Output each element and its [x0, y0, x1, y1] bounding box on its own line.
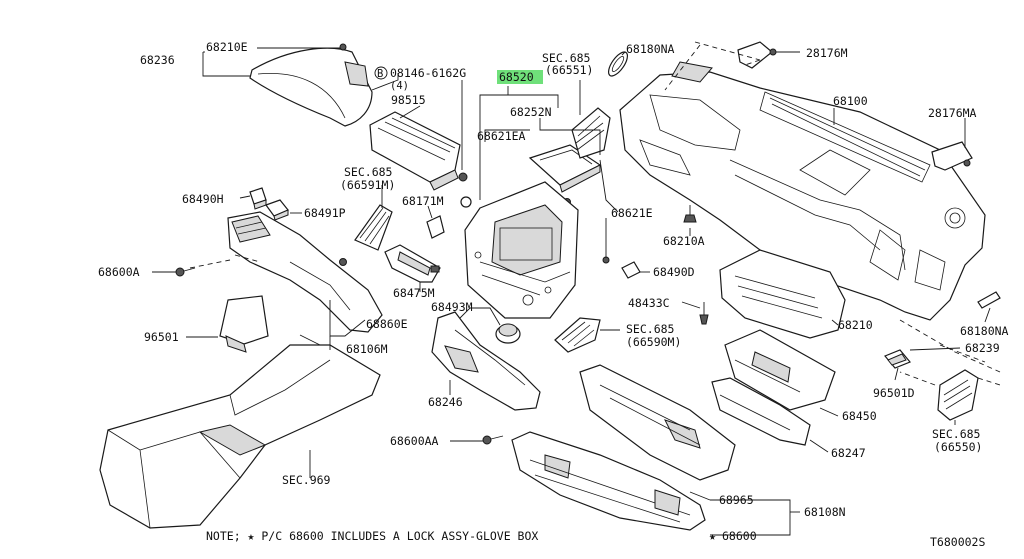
part-68247-panel [711, 377, 811, 446]
label-68236: 68236 [140, 53, 175, 67]
label-sec685-66591M: SEC.685 [344, 165, 392, 179]
label-68475M: 68475M [393, 286, 435, 300]
label-68600-star: ★ [709, 529, 716, 543]
label-sec685-66551-ref: (66551) [545, 63, 593, 77]
part-sec969-console [99, 334, 381, 529]
part-28176M-cap [737, 41, 777, 69]
part-68520-center-finisher [464, 181, 579, 319]
label-08146-6162G: 08146-6162G [390, 66, 466, 80]
part-68100-instrument-panel [619, 61, 986, 321]
diagram-id: T680002S [930, 535, 985, 549]
dash-68239 [899, 319, 1001, 373]
label-sec685-66590M-ref: (66590M) [626, 335, 681, 349]
part-sec685-vent-66550 [937, 369, 979, 421]
label-68860E: 68860E [366, 317, 408, 331]
part-68210-lower-cover [719, 249, 846, 339]
label-68246: 68246 [428, 395, 463, 409]
label-sec969: SEC.969 [282, 473, 331, 487]
part-98515-airbag [369, 111, 472, 208]
label-68171M: 68171M [402, 194, 444, 208]
label-sec685-66550: SEC.685 [932, 427, 980, 441]
label-sec685-66550-ref: (66550) [934, 440, 982, 454]
label-96501: 96501 [144, 330, 179, 344]
label-68600A: 68600A [98, 265, 140, 279]
part-96501D-bracket [884, 349, 911, 369]
part-68860E-lower-panel [227, 211, 383, 333]
part-68246-lower-center [431, 311, 541, 411]
label-28176MA: 28176MA [928, 106, 977, 120]
label-sec685-66590M: SEC.685 [626, 322, 674, 336]
label-68106M: 68106M [346, 342, 388, 356]
label-68621EA: 68621EA [477, 129, 526, 143]
bolt-mark-circle [374, 66, 388, 80]
label-68600AA: 68600AA [390, 434, 439, 448]
part-68491P-switch [265, 199, 289, 221]
part-68493M-knob [495, 323, 521, 344]
panel-dash-left [189, 254, 261, 269]
part-labels: 68236 68210E B 08146-6162G (4) 98515 685… [98, 40, 1009, 549]
leader-lines [152, 47, 991, 536]
label-68490H: 68490H [182, 192, 224, 206]
part-sec685-vent-66551 [571, 107, 611, 159]
part-68236-cover [249, 43, 373, 127]
part-68965-glovebox-frame [579, 364, 736, 481]
label-68210A: 68210A [663, 234, 705, 248]
label-68247: 68247 [831, 446, 866, 460]
part-sec685-vent-66590M [554, 317, 601, 353]
part-48433C-bolt [699, 302, 709, 325]
label-68493M: 68493M [431, 300, 473, 314]
label-68252N: 68252N [510, 105, 552, 119]
label-98515: 98515 [391, 93, 426, 107]
label-sec685-66591M-ref: (66591M) [340, 178, 395, 192]
label-68239: 68239 [965, 341, 1000, 355]
part-68180NA-clip-right [977, 291, 1001, 309]
part-68180NA-clip-top [607, 51, 629, 77]
label-68180NA-right: 68180NA [960, 324, 1009, 338]
panel-dash-outline [664, 41, 761, 91]
part-68450-panel [724, 329, 836, 411]
label-68490D: 68490D [653, 265, 695, 279]
highlight-68520 [497, 70, 543, 84]
note-text: NOTE; ★ P/C 68600 INCLUDES A LOCK ASSY-G… [206, 529, 538, 543]
label-68965: 68965 [719, 493, 754, 507]
label-28176M: 28176M [806, 46, 848, 60]
part-68490H-switch [249, 187, 267, 210]
label-68108N: 68108N [804, 505, 846, 519]
label-68621E: 68621E [611, 206, 653, 220]
part-28176MA-cap [931, 141, 973, 171]
part-68600-glovebox [511, 431, 706, 531]
part-68600A-screw [175, 267, 196, 277]
label-68491P: 68491P [304, 206, 346, 220]
label-68600: 68600 [722, 529, 757, 543]
label-96501D: 96501D [873, 386, 915, 400]
part-68106M-knee-panel [219, 295, 269, 353]
part-68171M-clip [426, 215, 445, 239]
dash-vent-66550 [899, 371, 1001, 386]
label-48433C: 48433C [628, 296, 670, 310]
label-08146-mark: B [377, 68, 383, 80]
part-68600AA-screw [482, 435, 504, 445]
label-68520: 68520 [499, 70, 534, 84]
label-68180NA-top: 68180NA [626, 42, 675, 56]
part-sec685-vent-66591M [354, 204, 393, 251]
part-68475M-pocket [384, 244, 441, 283]
part-68210A-bolt [683, 205, 697, 223]
part-68490D-switch [621, 261, 641, 279]
label-68210E: 68210E [206, 40, 248, 54]
label-68210: 68210 [838, 318, 873, 332]
label-68100: 68100 [833, 94, 868, 108]
label-08146-qty: (4) [390, 80, 409, 92]
label-sec685-66551: SEC.685 [542, 51, 590, 65]
label-68450: 68450 [842, 409, 877, 423]
